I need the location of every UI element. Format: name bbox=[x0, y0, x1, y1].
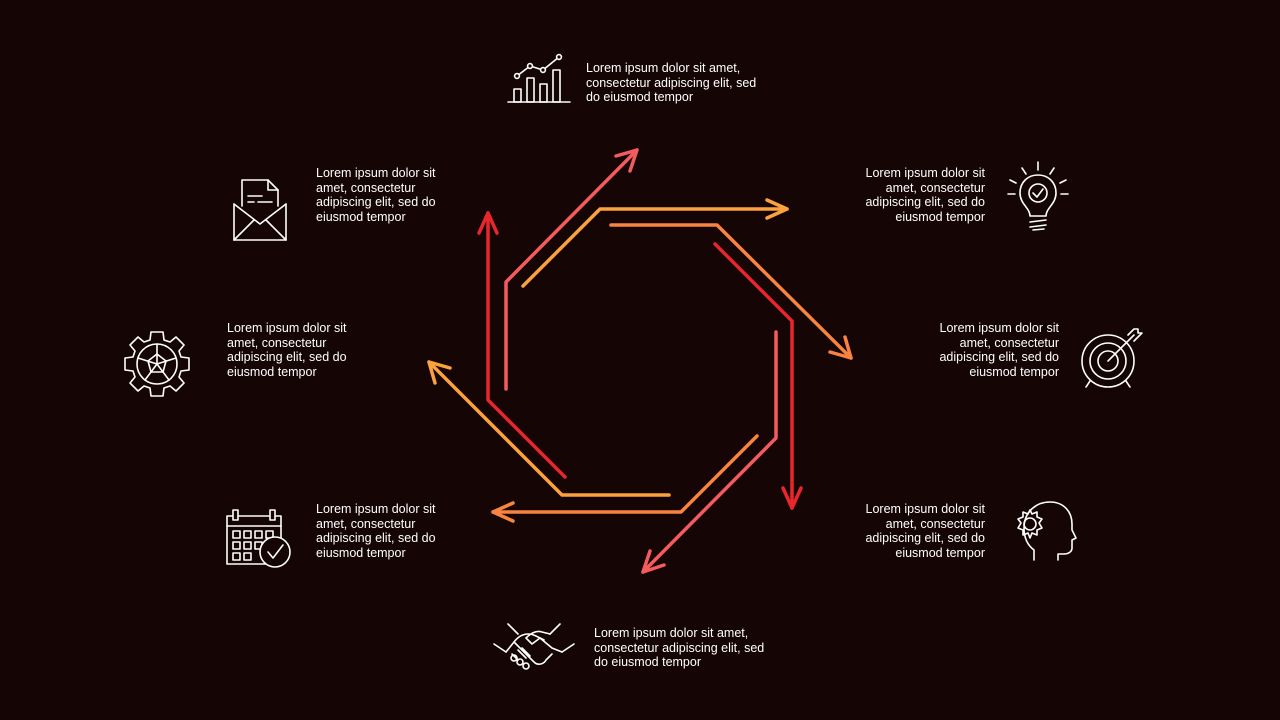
item-bottom-right-text: Lorem ipsum dolor sit amet, consectetur … bbox=[865, 502, 985, 560]
item-top-text: Lorem ipsum dolor sit amet, consectetur … bbox=[586, 61, 757, 105]
arrow-orange-left bbox=[491, 434, 759, 514]
calendar-check-icon bbox=[224, 508, 294, 570]
arrow-amber-up-left-head bbox=[427, 360, 452, 385]
arrow-orange-down-right bbox=[609, 223, 853, 360]
target-icon bbox=[1078, 327, 1144, 391]
arrow-amber-right-head bbox=[765, 198, 789, 220]
bar-chart-icon bbox=[506, 52, 572, 104]
arrow-amber-up-left bbox=[427, 360, 671, 497]
item-top-right-text: Lorem ipsum dolor sit amet, consectetur … bbox=[865, 166, 985, 224]
envelope-document-icon bbox=[232, 178, 288, 242]
arrow-orange-down-right-head bbox=[828, 335, 853, 360]
arrow-coral-down-left bbox=[641, 330, 778, 574]
arrow-coral-up-right-head bbox=[614, 148, 639, 173]
arrow-red-up bbox=[486, 211, 567, 479]
arrow-amber-right bbox=[521, 207, 789, 288]
handshake-icon bbox=[492, 620, 576, 672]
item-top-left-text: Lorem ipsum dolor sit amet, consectetur … bbox=[316, 166, 436, 224]
arrow-red-up-head bbox=[477, 211, 499, 235]
item-bottom-left-text: Lorem ipsum dolor sit amet, consectetur … bbox=[316, 502, 436, 560]
arrow-coral-up-right bbox=[504, 148, 639, 391]
arrow-orange-left-head bbox=[491, 501, 515, 523]
item-left-text: Lorem ipsum dolor sit amet, consectetur … bbox=[227, 321, 347, 379]
item-right-text: Lorem ipsum dolor sit amet, consectetur … bbox=[939, 321, 1059, 379]
arrow-red-down-head bbox=[781, 486, 803, 510]
head-gear-icon bbox=[1012, 500, 1076, 562]
item-bottom-text: Lorem ipsum dolor sit amet, consectetur … bbox=[594, 626, 765, 670]
gear-icon bbox=[123, 330, 191, 398]
arrow-red-down bbox=[713, 242, 794, 510]
lightbulb-check-icon bbox=[1004, 160, 1072, 236]
arrow-coral-down-left-head bbox=[641, 549, 666, 574]
